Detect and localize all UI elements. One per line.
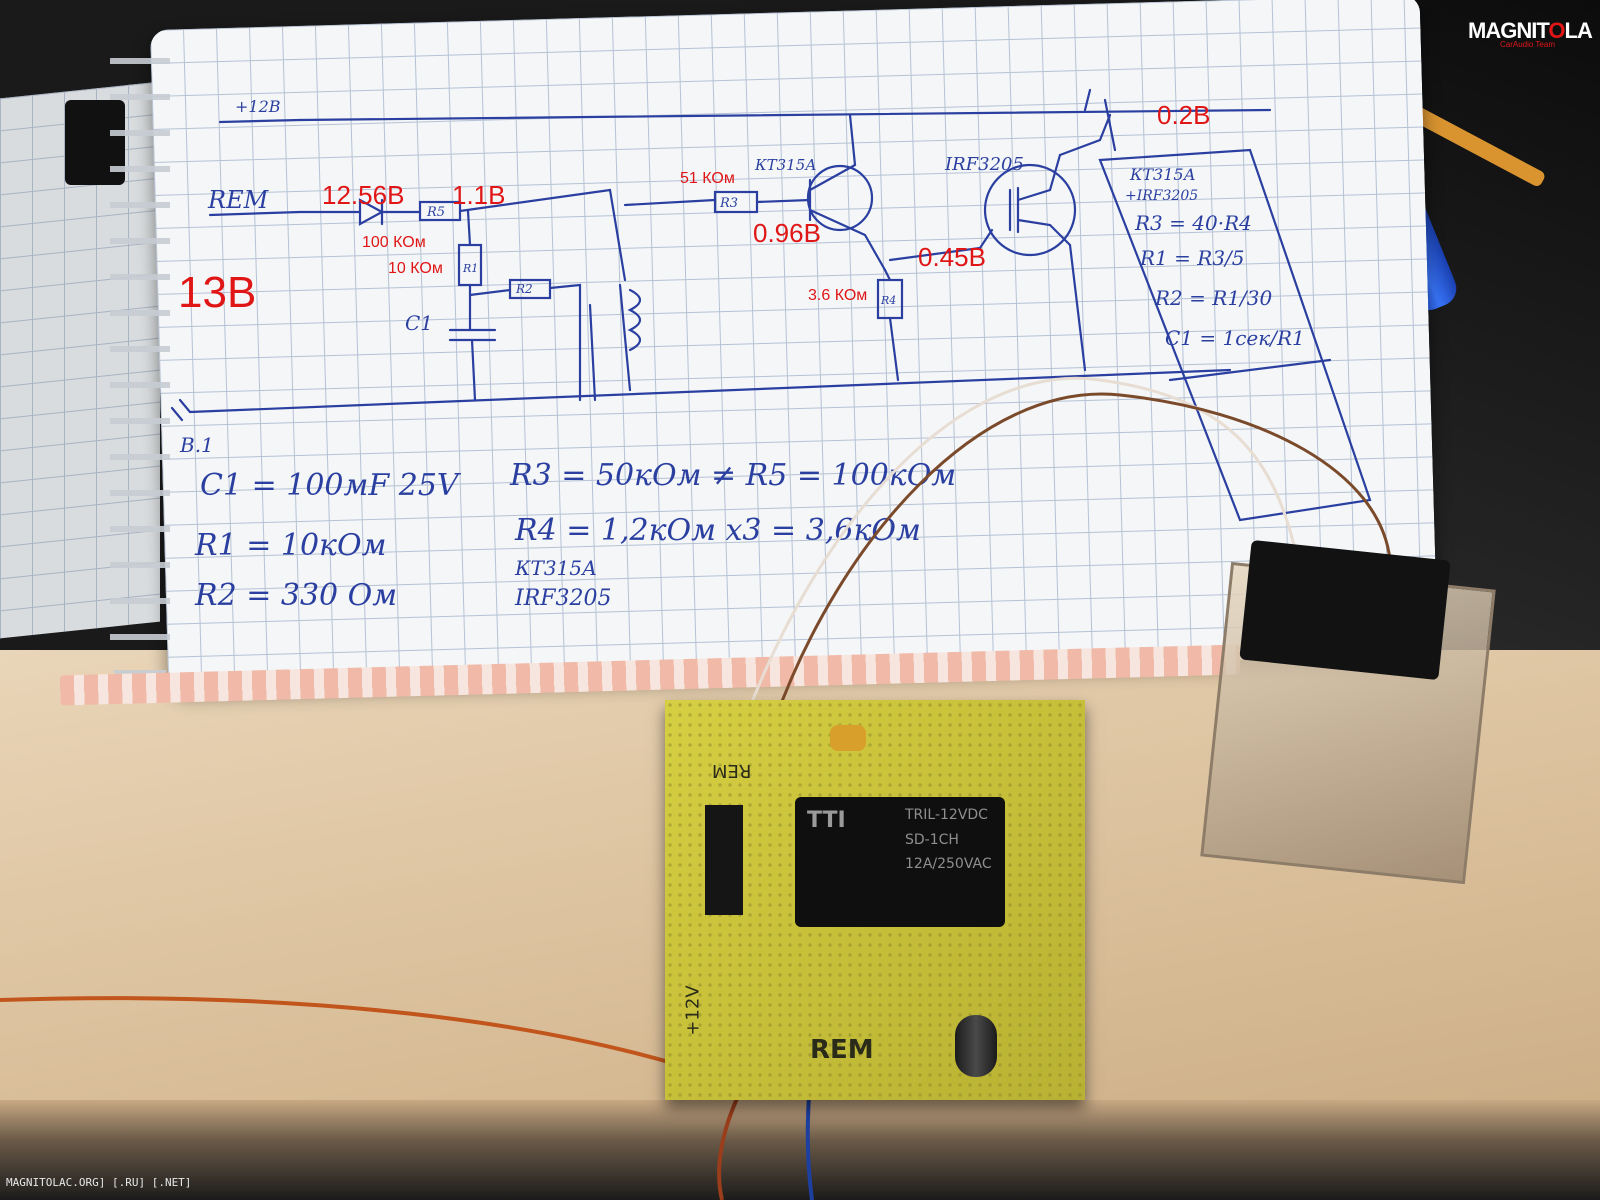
hand-drawn-schematic: +12В REM R5 R1 R2 R3 R4 C1 КТ315А IRF320… — [170, 88, 1372, 613]
relay-rating: 12A/250VAC — [905, 856, 992, 872]
voltage-base: 0.96В — [753, 218, 821, 248]
voltage-drain: 0.2В — [1157, 100, 1211, 130]
pcb-rem-label: REM — [810, 1035, 874, 1065]
r3-value: 51 КОм — [680, 170, 735, 187]
large-relay-terminals — [1239, 539, 1451, 681]
relay-brand: TTI — [807, 808, 846, 833]
formula-c1: C1 = 100мF 25V — [200, 468, 462, 503]
ground-label: В.1 — [179, 433, 214, 457]
r1-value: 10 КОм — [388, 260, 443, 277]
logo-subtitle: CarAudio Team — [1500, 40, 1555, 49]
r4-label: R4 — [880, 294, 896, 307]
r5-value: 100 КОм — [362, 234, 426, 251]
pcb-12v-label: +12V — [682, 985, 704, 1036]
c1-label: C1 — [405, 311, 433, 335]
supply-label: +12В — [235, 97, 281, 116]
part-irf3205: IRF3205 — [514, 586, 612, 611]
desk-edge — [0, 1100, 1600, 1200]
side-note-3: R3 = 40·R4 — [1134, 211, 1252, 235]
side-note-4: R1 = R3/5 — [1139, 246, 1245, 270]
relay-type: SD-1CH — [905, 832, 959, 848]
r3-label: R3 — [719, 196, 738, 211]
voltage-diode: 12.56В — [322, 180, 405, 210]
relay-model: TRIL-12VDC — [905, 807, 988, 823]
side-note-6: C1 = 1сек/R1 — [1165, 326, 1305, 350]
side-note-1: КТ315А — [1129, 165, 1196, 184]
r2-label: R2 — [515, 282, 533, 296]
voltage-gate: 0.45В — [918, 242, 986, 272]
mosfet-transistor — [705, 805, 743, 915]
small-relay — [795, 797, 1005, 927]
formula-r1: R1 = 10кОм — [194, 528, 386, 563]
part-kt315: КТ315А — [514, 556, 597, 580]
voltage-supply: 13В — [178, 268, 257, 317]
side-note-2: +IRF3205 — [1125, 188, 1198, 204]
notebook-spiral — [110, 40, 170, 680]
transistor-label: КТ315А — [754, 156, 817, 174]
r1-label: R1 — [462, 262, 478, 275]
magnitola-logo: MAGNITOLA — [1468, 18, 1593, 43]
voltage-r5: 1.1В — [452, 180, 506, 210]
mosfet-label: IRF3205 — [944, 154, 1024, 175]
r4-value: 3.6 КОм — [808, 287, 868, 304]
rem-label: REM — [207, 186, 270, 214]
tantalum-capacitor — [830, 725, 866, 751]
r5-label: R5 — [426, 205, 445, 220]
formula-r2: R2 = 330 Ом — [194, 578, 397, 613]
side-note-5: R2 = R1/30 — [1154, 286, 1273, 310]
site-watermark: MAGNITOLAC.ORG] [.RU] [.NET] — [6, 1176, 192, 1189]
pcb-silk-label: REM — [712, 760, 752, 781]
electrolytic-capacitor — [955, 1015, 997, 1077]
